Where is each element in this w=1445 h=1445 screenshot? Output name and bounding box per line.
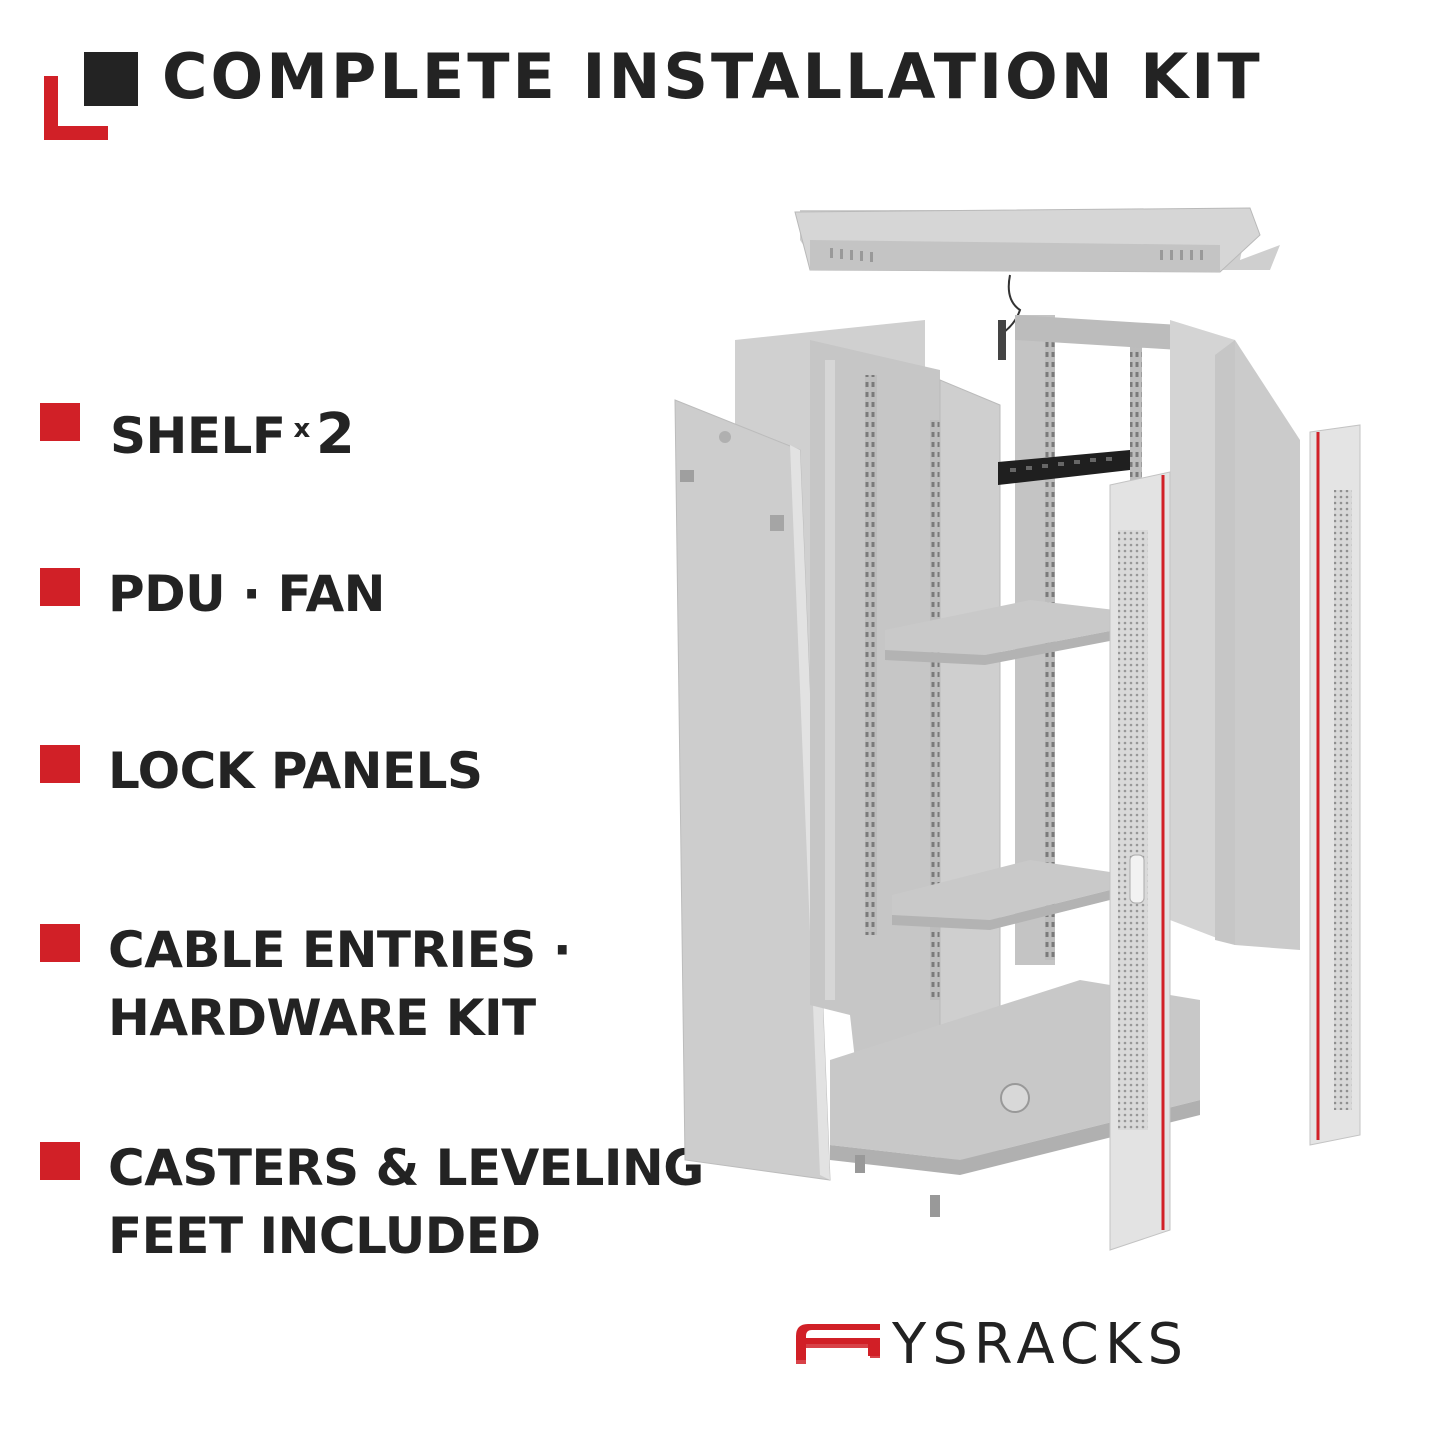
feature-cable-entries-line1: CABLE ENTRIES · [108,921,572,979]
red-corner-shape [44,76,108,140]
feature-cable-entries-line2: HARDWARE KIT [108,989,536,1047]
feature-lock-panels-label: LOCK PANELS [108,742,483,800]
black-square-shape [84,52,138,106]
rear-door [1309,424,1361,1146]
feature-shelf-multiplier: x [293,414,311,444]
bullet-icon [40,403,80,441]
frame-left-column [810,340,1001,1161]
shelf-upper [885,600,1115,655]
feature-shelf-qty: 2 [315,402,355,467]
feature-casters-line1: CASTERS & LEVELING [108,1139,704,1197]
feature-pdu-fan-label: PDU · FAN [108,565,386,623]
pdu-icon [998,450,1130,485]
feature-shelf-label: SHELF [110,407,286,465]
header-corner-icon [44,52,140,144]
front-door [1109,471,1171,1251]
server-rack-exploded-view-icon [674,207,1361,1251]
bullet-icon [40,924,80,962]
bullet-icon [40,745,80,783]
feature-casters-line2: FEET INCLUDED [108,1207,541,1265]
brand-wordmark: YSRACKS [892,1312,1190,1377]
sysracks-logo-icon [796,1324,880,1364]
brand-logo: YSRACKS [790,1312,1390,1377]
bullet-icon [40,1142,80,1180]
top-cover [794,207,1280,360]
shelf-lower [892,860,1110,920]
base-plinth [830,980,1200,1217]
bullet-icon [40,568,80,606]
page-title: COMPLETE INSTALLATION KIT [162,40,1263,113]
